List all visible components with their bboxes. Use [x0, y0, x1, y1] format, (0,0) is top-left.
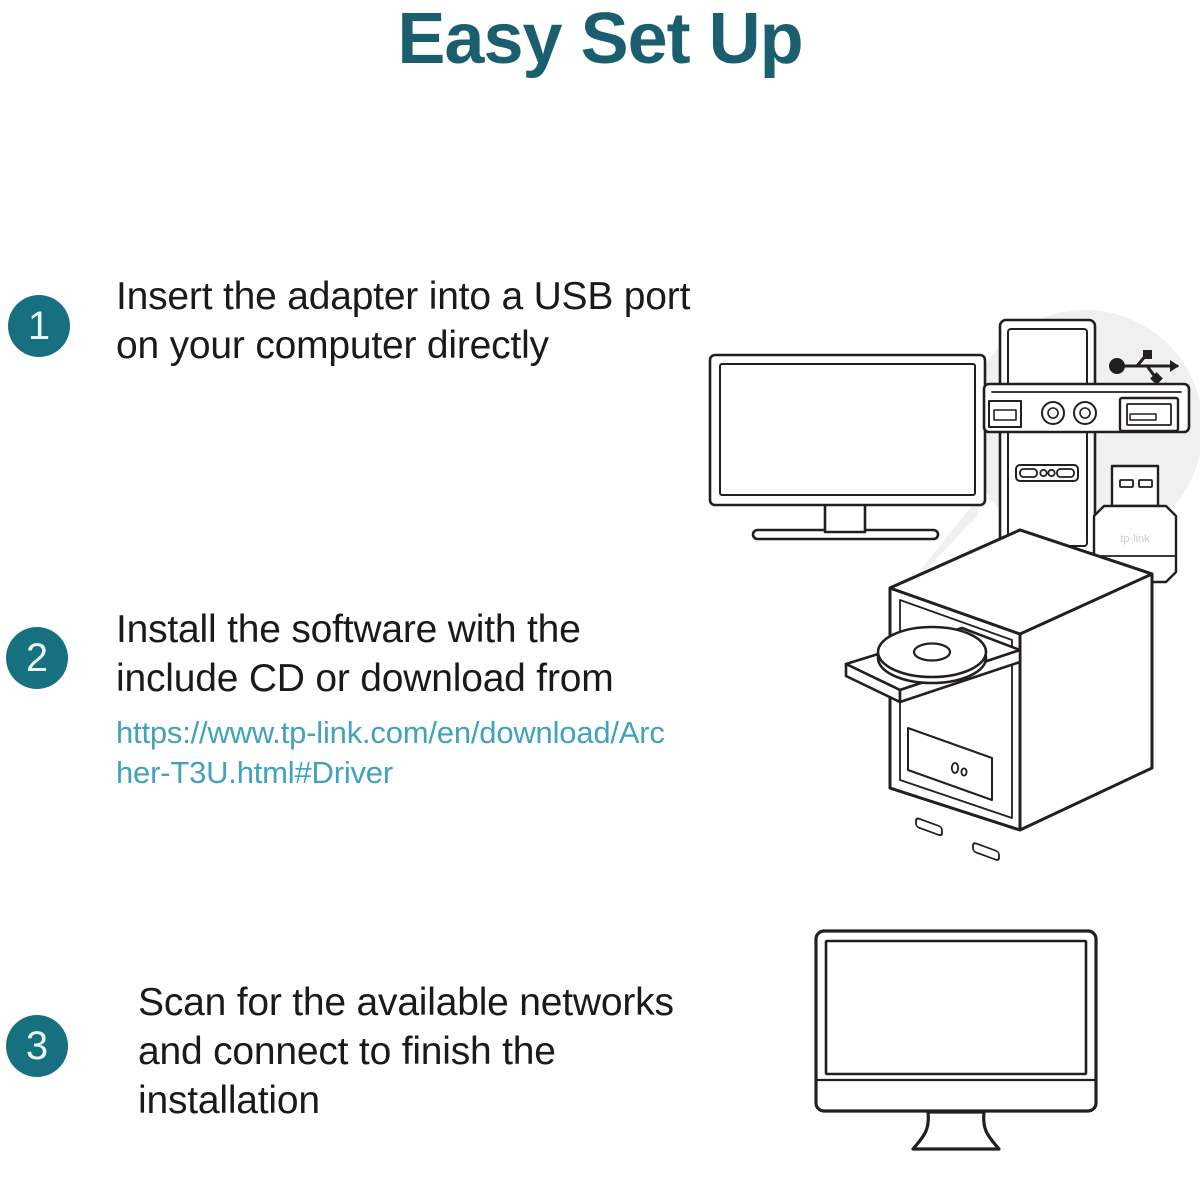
step-1: 1 Insert the adapter into a USB port on …	[0, 250, 1200, 608]
step-1-illustration: tp-link	[700, 170, 1200, 670]
step-2: 2 Install the software with the include …	[0, 500, 1200, 880]
monitor-graphic	[708, 353, 987, 541]
pc-tower-cd-tray-graphic	[844, 528, 1154, 861]
download-link[interactable]: https://www.tp-link.com/en/download/Arch…	[116, 715, 665, 790]
step-2-illustration	[700, 500, 1200, 880]
step-3-description: Scan for the available networks and conn…	[138, 981, 674, 1122]
desktop-monitor-graphic	[814, 929, 1098, 1151]
step-2-description: Install the software with the include CD…	[116, 608, 614, 700]
usb-port-panel-graphic	[982, 382, 1191, 434]
step-number-badge-2: 2	[6, 627, 68, 689]
step-number-badge-1: 1	[8, 295, 70, 357]
step-number-badge-3: 3	[6, 1015, 68, 1077]
desktop-computer-with-usb-callout-graphic: tp-link	[708, 310, 1200, 608]
step-3: 3 Scan for the available networks and co…	[0, 900, 1200, 1182]
step-1-description: Insert the adapter into a USB port on yo…	[116, 275, 691, 367]
adapter-brand-label: tp-link	[1120, 533, 1150, 545]
page-title: Easy Set Up	[397, 0, 803, 79]
step-3-illustration	[810, 925, 1190, 1175]
tower-front-panel	[907, 727, 1000, 861]
cd-tray-graphic	[844, 625, 1022, 704]
